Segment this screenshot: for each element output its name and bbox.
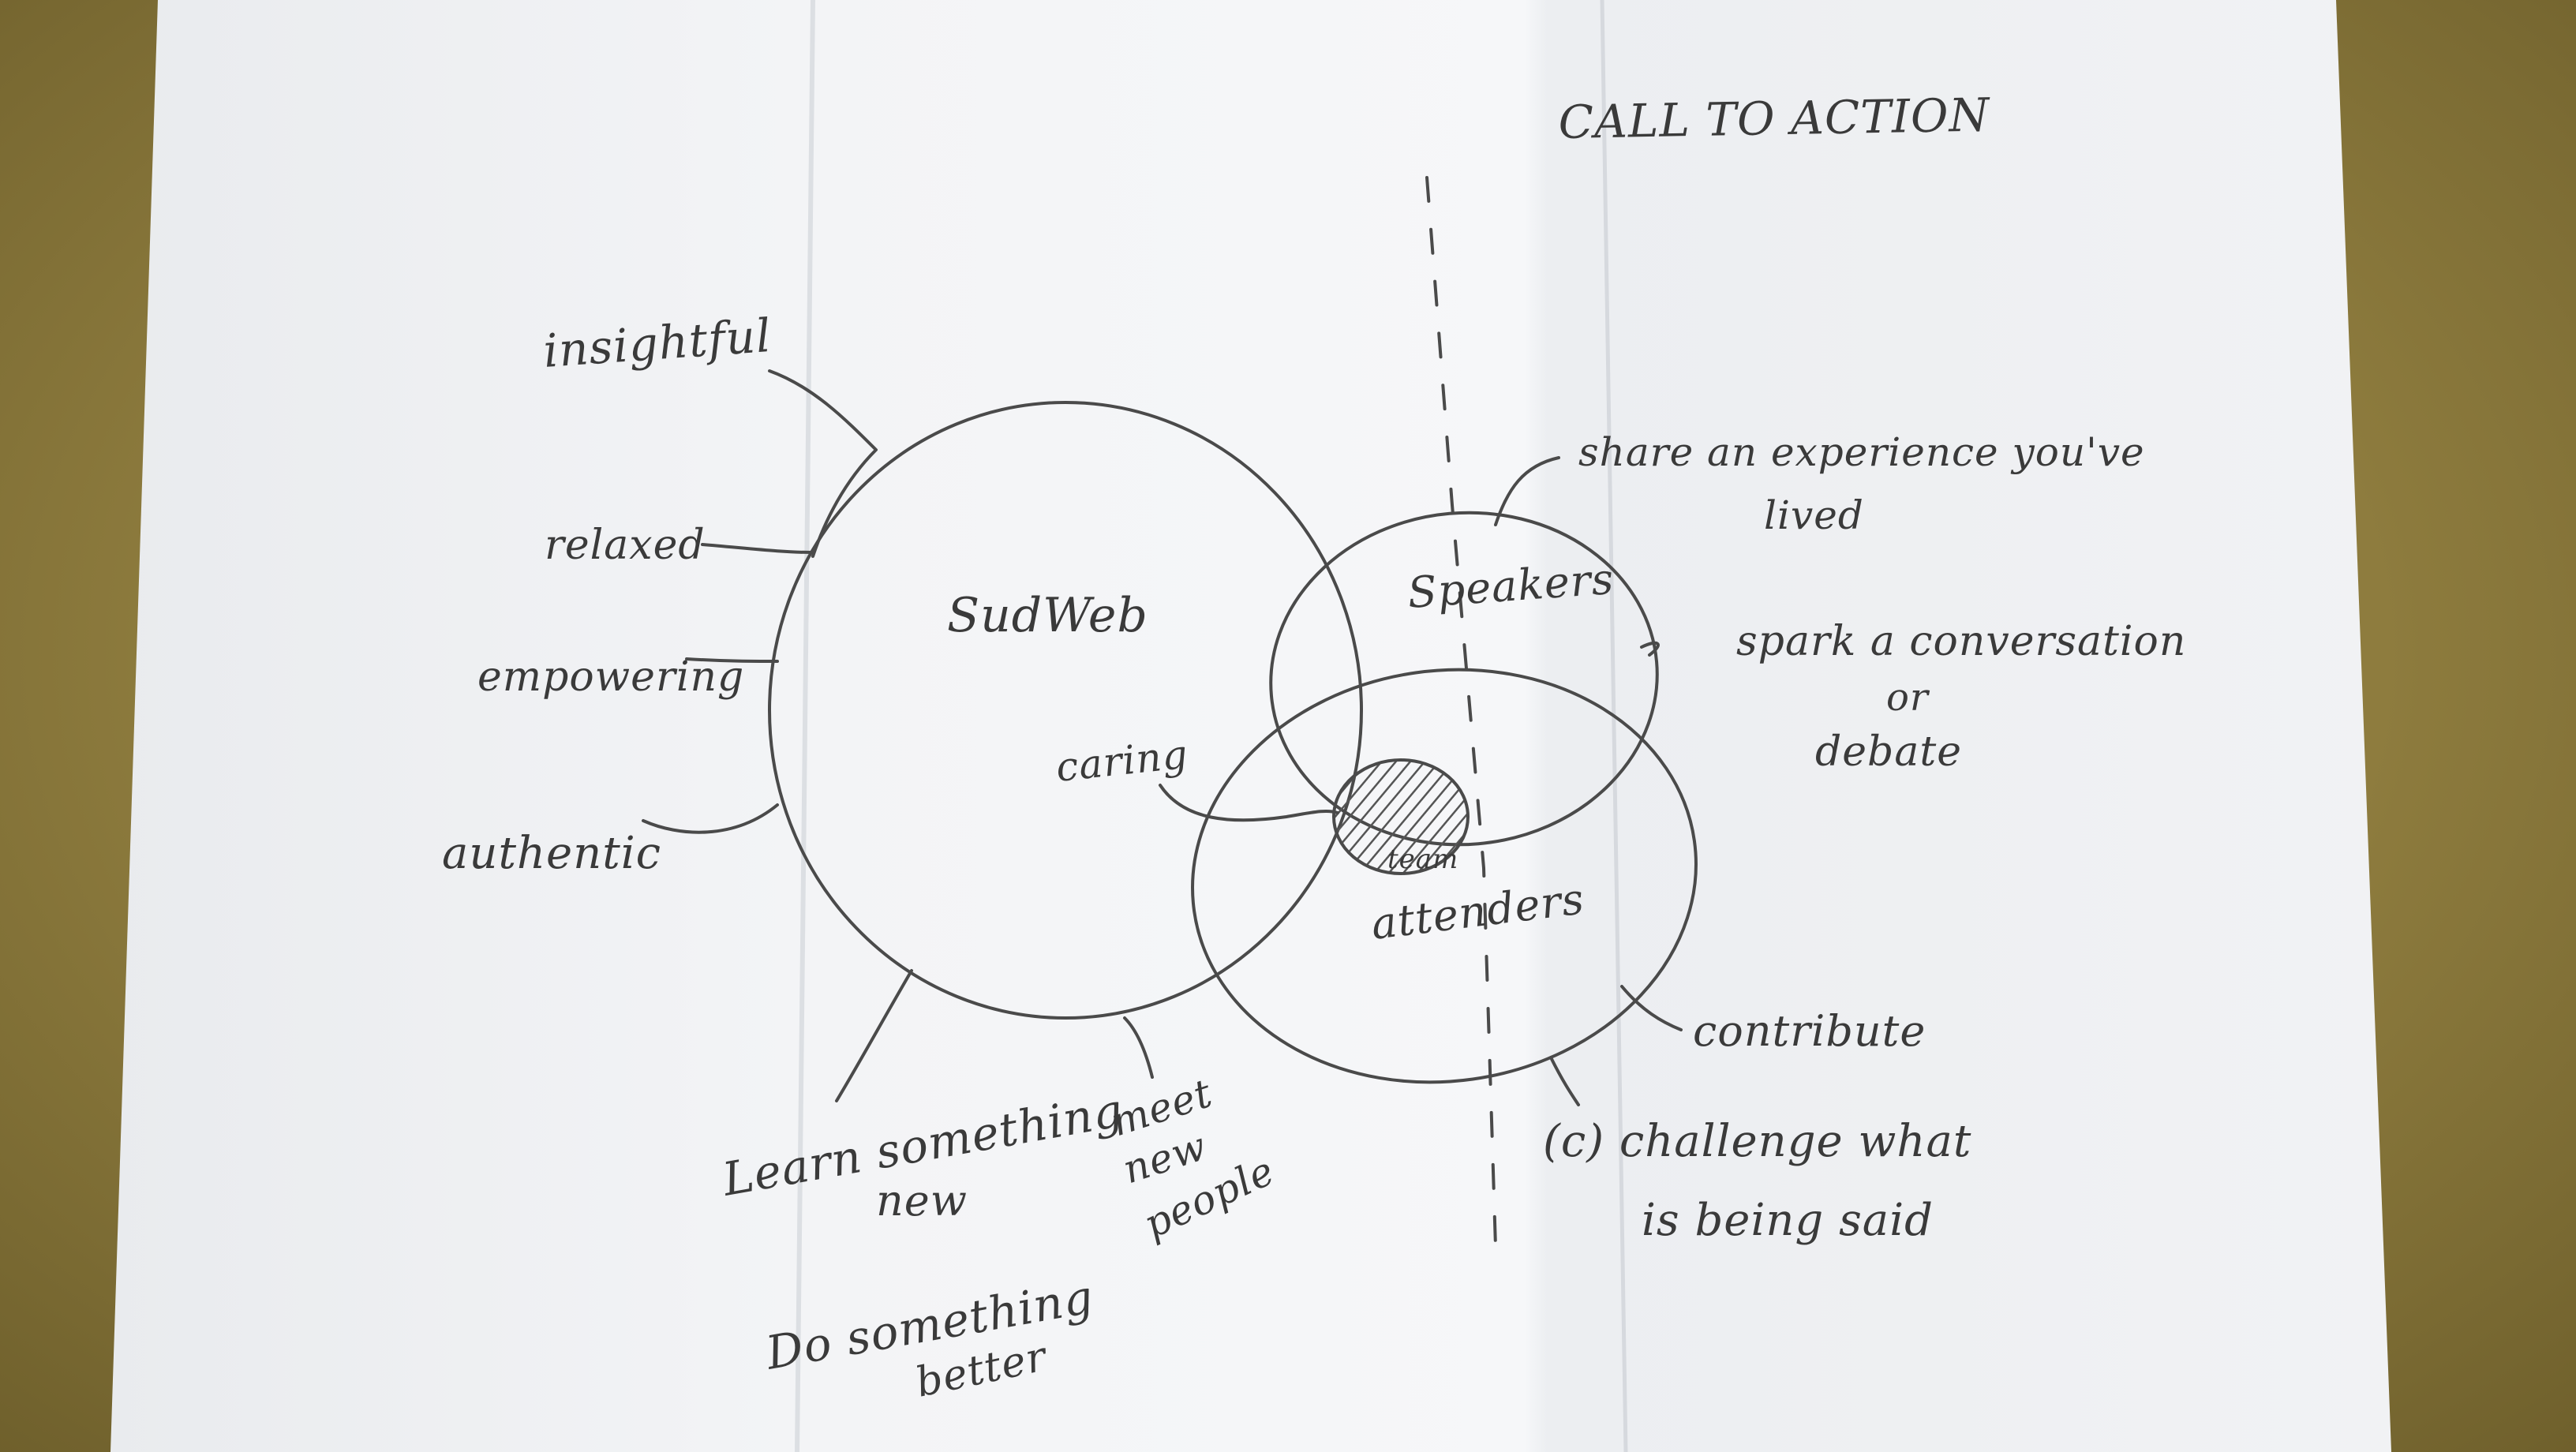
leader-insightful — [768, 369, 878, 558]
learn-label-line2: new — [876, 1176, 968, 1226]
leader-empowering — [685, 657, 779, 663]
call-to-action-title: CALL TO ACTION — [1558, 88, 1991, 149]
attenders-circle — [1191, 668, 1698, 1084]
leader-share — [1494, 456, 1560, 526]
share-label-line2: lived — [1764, 492, 1864, 538]
speakers-circle — [1269, 511, 1659, 847]
leader-caring — [1159, 784, 1339, 822]
relaxed-label: relaxed — [545, 522, 706, 569]
team-circle — [1332, 758, 1470, 875]
sudweb-circle — [768, 401, 1363, 1020]
leader-authentic — [642, 803, 779, 834]
team-label: team — [1387, 844, 1458, 875]
leader-challenge — [1549, 1056, 1580, 1106]
leader-learn — [835, 969, 913, 1102]
share-label-line1: share an experience you've — [1578, 429, 2145, 475]
sudweb-label: SudWeb — [947, 588, 1148, 643]
spark-label-line3: debate — [1815, 728, 1962, 776]
fold-line-left — [795, 0, 815, 1452]
dashed-divider — [1425, 176, 1497, 1248]
leader-relaxed — [701, 543, 814, 554]
fold-line-right — [1600, 0, 1628, 1452]
contribute-label: contribute — [1693, 1006, 1926, 1056]
leader-contribute — [1620, 985, 1683, 1031]
leader-meet — [1123, 1016, 1154, 1079]
spark-label-line1: spark a conversation — [1736, 618, 2186, 665]
empowering-label: empowering — [477, 653, 744, 701]
challenge-label-line1: (c) challenge what — [1543, 1116, 1971, 1167]
paper-sheet — [110, 0, 2391, 1452]
spark-label-line2: or — [1886, 675, 1930, 720]
challenge-label-line2: is being said — [1642, 1195, 1934, 1246]
authentic-label: authentic — [442, 828, 661, 879]
leader-spark — [1640, 641, 1660, 657]
